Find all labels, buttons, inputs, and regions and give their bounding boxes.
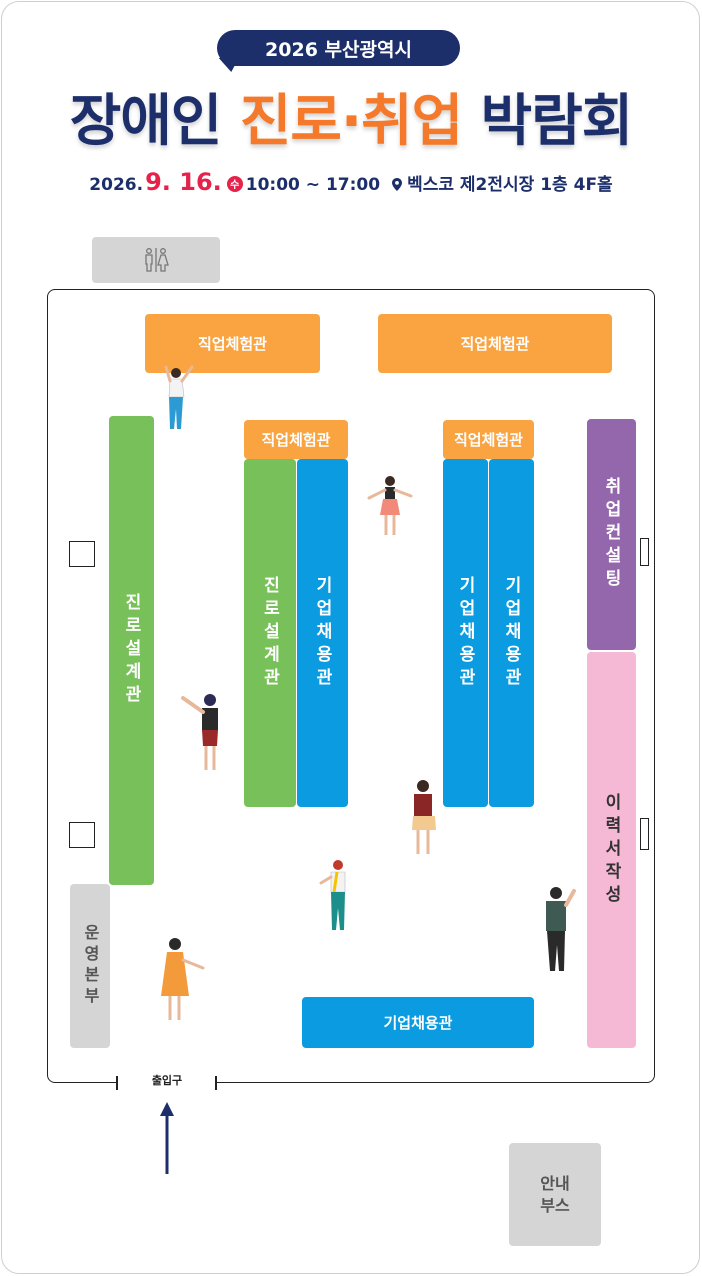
event-time: 10:00 ~ 17:00 [245,175,381,195]
door-right-upper [640,538,649,566]
visitor-figure-5 [319,860,346,930]
door-left-lower [69,822,95,848]
entrance-left-post [116,1076,118,1090]
job-experience-booth-top-left[interactable]: 직업체험관 [145,314,320,373]
entrance-right-post [215,1076,217,1090]
event-title: 장애인 진로·취업 박람회 [0,84,702,160]
operations-hq[interactable]: 운영본부 [70,884,110,1048]
title-part-2: 진로·취업 [238,88,464,156]
visitor-figure-3 [181,694,218,770]
visitor-figure-7 [161,938,205,1020]
restroom-icon [145,248,169,272]
restroom [92,237,220,283]
company-hiring-booth-1[interactable]: 기업채용관 [297,459,348,807]
event-info: 2026. 9. 16. 수 10:00 ~ 17:00 벡스코 제2전시장 1… [0,168,702,196]
title-part-3: 박람회 [462,88,635,156]
visitor-figure-1 [164,365,194,429]
location-pin-icon [392,178,403,191]
job-experience-booth-center-left[interactable]: 직업체험관 [244,420,348,459]
title-part-1: 장애인 [68,88,240,156]
career-design-booth-center[interactable]: 진로설계관 [244,459,296,807]
career-design-booth-left[interactable]: 진로설계관 [109,416,154,885]
badge-text: 2026 부산광역시 [265,38,412,61]
date-day: 9. 16. [145,168,222,196]
job-consulting-booth[interactable]: 취업컨설팅 [587,419,636,650]
door-right-lower [640,818,649,850]
door-left-upper [69,541,95,567]
company-hiring-booth-3[interactable]: 기업채용관 [489,459,534,807]
info-booth[interactable]: 안내 부스 [509,1143,601,1246]
entrance-gap [118,1072,216,1092]
year-city-badge: 2026 부산광역시 [217,30,460,66]
date-year: 2026. [89,175,144,195]
visitor-figure-2 [367,476,413,535]
weekday-badge: 수 [226,175,243,192]
entrance-label: 출입구 [151,1074,183,1087]
visitor-figure-6 [546,887,576,971]
job-experience-booth-center-right[interactable]: 직업체험관 [443,420,534,459]
event-venue: 벡스코 제2전시장 1층 4F홀 [407,175,613,195]
visitor-figure-4 [412,780,436,854]
resume-writing-booth[interactable]: 이력서작성 [587,652,636,1048]
company-hiring-booth-2[interactable]: 기업채용관 [443,459,488,807]
job-experience-booth-top-right[interactable]: 직업체험관 [378,314,612,373]
company-hiring-booth-bottom[interactable]: 기업채용관 [302,997,534,1048]
entrance-arrow-icon [160,1102,174,1174]
